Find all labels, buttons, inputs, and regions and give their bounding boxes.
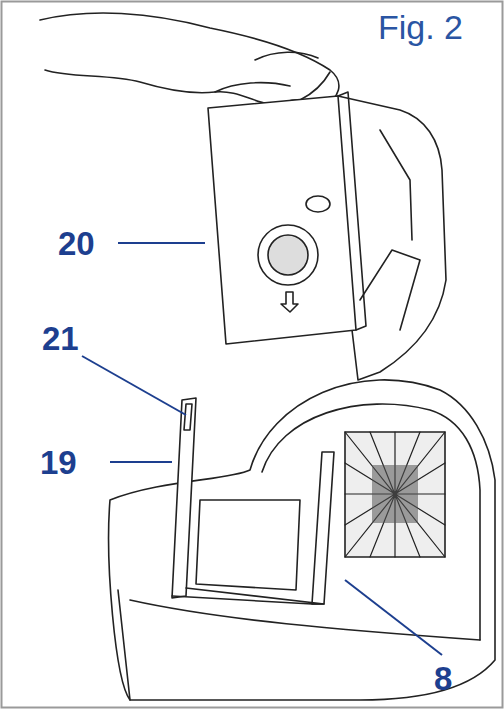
hand — [40, 13, 339, 104]
hand-finger — [300, 72, 330, 100]
bag-hole — [306, 196, 330, 212]
hand-thumb — [255, 52, 318, 60]
housing-edge — [118, 590, 130, 700]
compartment-rim — [262, 404, 480, 640]
bag-holder-base — [172, 588, 324, 604]
leader-line — [118, 242, 205, 244]
bag-holder — [312, 452, 334, 604]
bag-holder-catch — [184, 404, 192, 430]
bag-holder-inner — [196, 500, 300, 590]
leader-line — [82, 356, 186, 415]
figure-number: Fig. 2 — [378, 10, 463, 44]
dust-bag-fold — [380, 130, 412, 240]
callout-number: 8 — [434, 662, 452, 695]
callout-number: 19 — [40, 446, 77, 479]
housing — [109, 380, 495, 700]
hand-finger — [215, 83, 290, 92]
bag-arrow — [281, 292, 298, 312]
bag-collar-edge — [338, 92, 366, 330]
bag-collar — [208, 96, 356, 344]
leader-line — [345, 580, 442, 655]
dust-bag-fold — [360, 250, 420, 330]
bag-holder — [172, 398, 196, 598]
dust-bag — [338, 96, 446, 380]
motor-filter — [345, 432, 445, 557]
callout-number: 20 — [58, 227, 95, 260]
bag-inlet-membrane — [268, 235, 308, 275]
bag-inlet — [258, 225, 318, 285]
compartment-floor — [130, 600, 480, 640]
leader-line — [110, 461, 172, 463]
callout-number: 21 — [42, 322, 79, 355]
